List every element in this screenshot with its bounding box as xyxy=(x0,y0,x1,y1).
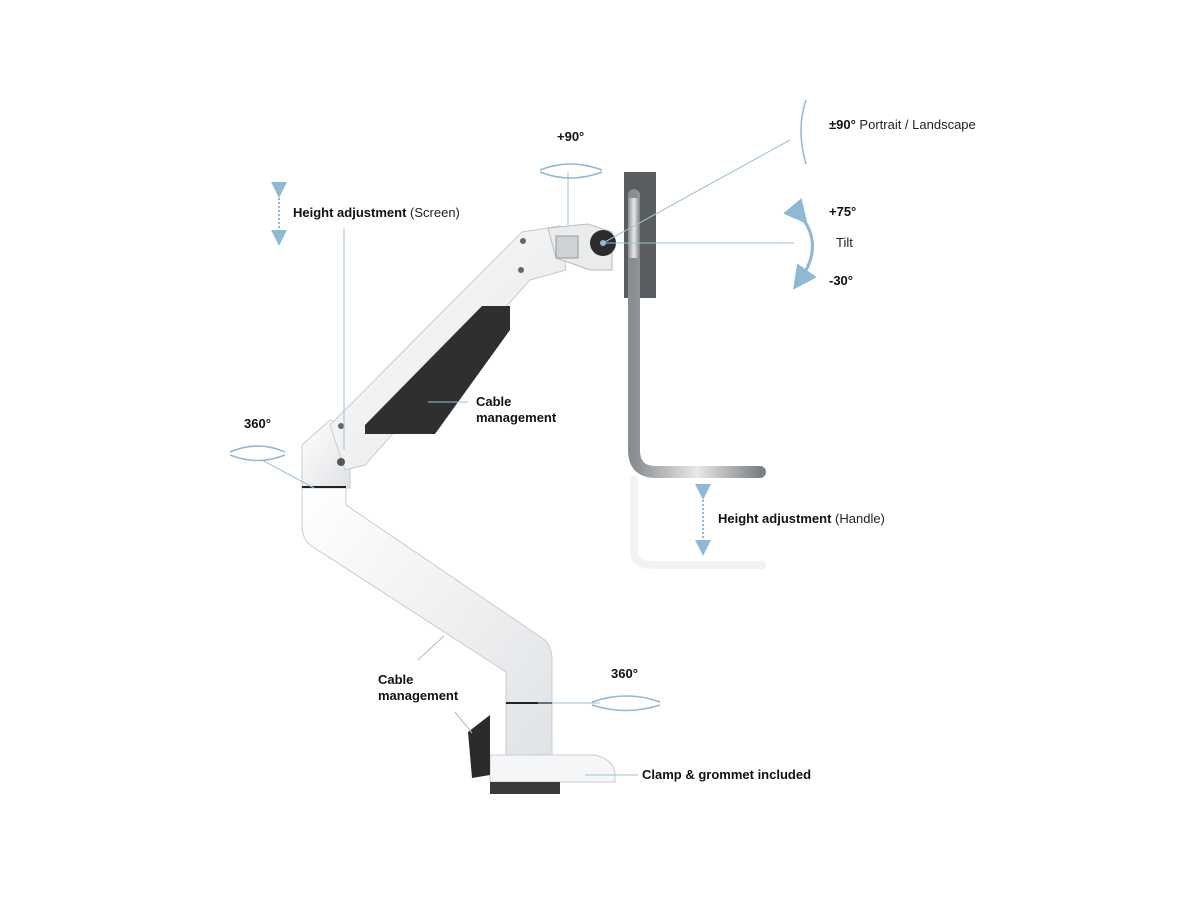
ghost-handle xyxy=(630,476,766,569)
rotate-arrow-top xyxy=(539,163,603,179)
tilt-down-label: -30° xyxy=(829,273,853,288)
rotate-arrow-base xyxy=(591,695,661,712)
clamp-pad xyxy=(490,782,560,794)
height-handle-bold: Height adjustment xyxy=(718,511,832,526)
portrait-landscape-label: ±90° Portrait / Landscape xyxy=(829,117,976,133)
cable-upper-line2: management xyxy=(476,410,557,425)
height-adjustment-screen-label: Height adjustment (Screen) xyxy=(293,205,460,221)
tilt-arrow xyxy=(783,198,817,290)
cable-lower-line2: management xyxy=(378,688,459,703)
rotate-arrow-mid xyxy=(229,445,286,462)
height-adjustment-handle-label: Height adjustment (Handle) xyxy=(718,511,885,527)
tilt-label: Tilt xyxy=(836,235,853,250)
portrait-text: Portrait / Landscape xyxy=(859,117,976,132)
height-screen-bold: Height adjustment xyxy=(293,205,407,220)
rotation-top-label: +90° xyxy=(557,129,585,144)
leader-lines xyxy=(261,139,794,776)
portrait-arrow xyxy=(800,99,807,165)
rotation-mid-label: 360° xyxy=(244,416,271,431)
handle xyxy=(628,189,766,478)
motion-arrows xyxy=(229,99,817,712)
cable-lower-line1: Cable xyxy=(378,672,414,687)
height-handle-note: (Handle) xyxy=(835,511,885,526)
cable-upper-line1: Cable xyxy=(476,394,512,409)
cable-channel-upper xyxy=(365,306,510,434)
height-screen-note: (Screen) xyxy=(410,205,460,220)
tilt-up-label: +75° xyxy=(829,204,857,219)
clamp-label: Clamp & grommet included xyxy=(642,767,812,782)
clamp-base xyxy=(489,754,616,783)
portrait-degrees: ±90° xyxy=(829,117,856,132)
lower-arm xyxy=(301,487,553,771)
rotation-base-label: 360° xyxy=(611,666,638,681)
cable-clip-lower xyxy=(468,715,490,778)
